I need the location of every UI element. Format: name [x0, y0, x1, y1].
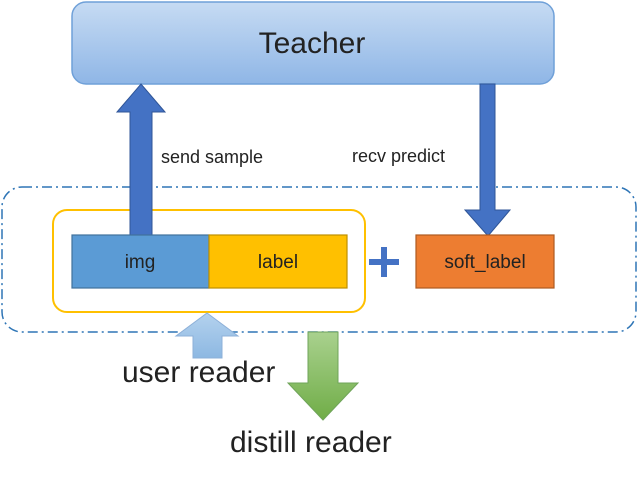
teacher-box	[71, 1, 555, 85]
soft-label-cell	[415, 234, 555, 289]
teacher-label: Teacher	[259, 27, 366, 60]
img-cell	[71, 234, 210, 289]
send-sample-label: send sample	[161, 147, 263, 167]
distill-reader-label: distill reader	[230, 426, 392, 459]
distill-reader-arrow	[286, 331, 360, 421]
recv-predict-arrow	[463, 83, 512, 237]
label-cell	[208, 234, 348, 289]
user-reader-arrow	[174, 312, 240, 359]
send-sample-arrow	[115, 83, 167, 236]
img-label: img	[125, 252, 156, 273]
recv-predict-label: recv predict	[352, 146, 445, 166]
label-label: label	[258, 252, 298, 273]
user-reader-label: user reader	[122, 356, 275, 389]
soft-label-text: soft_label	[444, 252, 525, 273]
user-sample-group	[52, 209, 366, 313]
plus-icon	[369, 247, 399, 277]
